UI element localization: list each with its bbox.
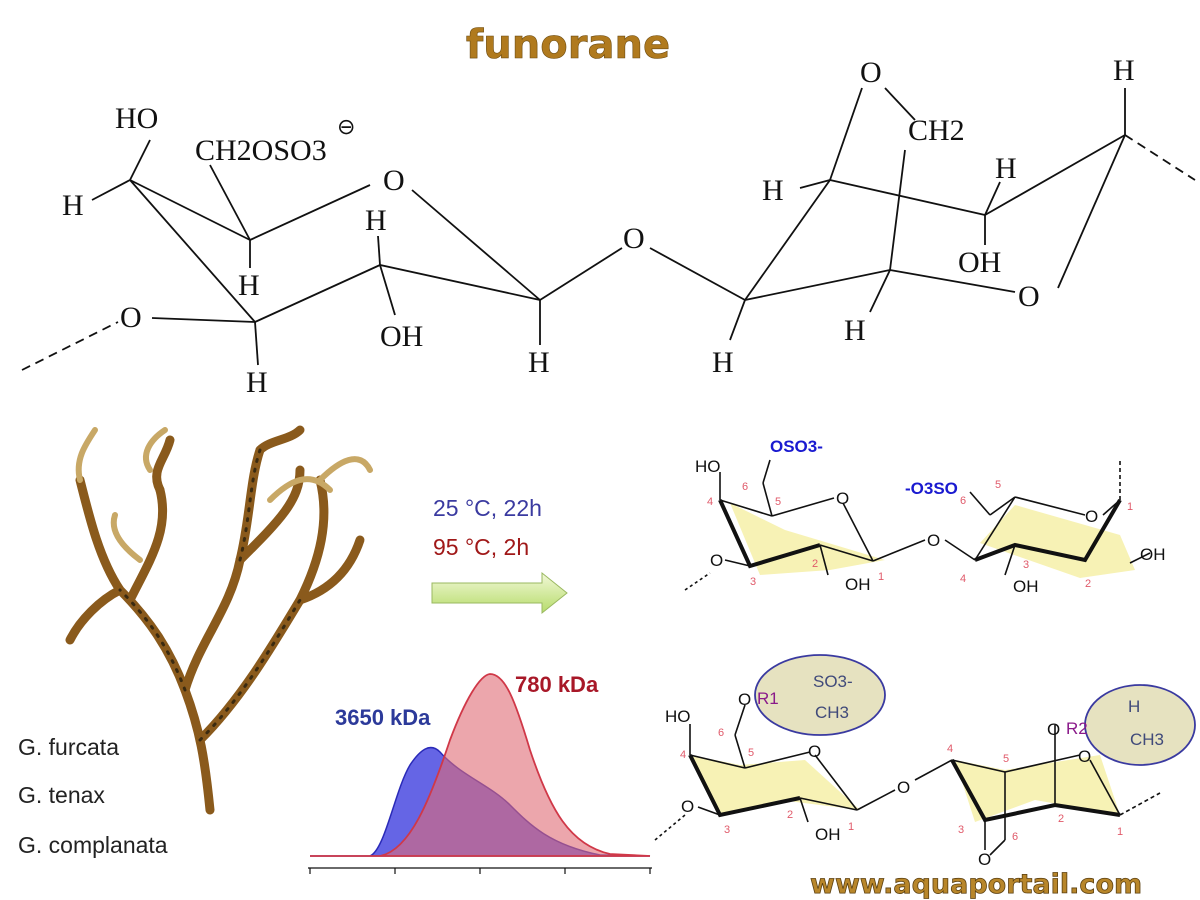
svg-text:1: 1 <box>1127 501 1133 513</box>
carbon-numbers: 6 5 4 3 2 1 4 5 3 6 2 1 <box>680 727 1123 843</box>
species-label: G. tenax <box>18 782 105 808</box>
svg-text:2: 2 <box>787 809 793 821</box>
svg-text:3: 3 <box>1023 559 1029 571</box>
ring-oxygen: O <box>1085 507 1098 526</box>
atom-label: HO <box>115 102 158 135</box>
atom-label: O <box>978 850 991 869</box>
r2-option: CH3 <box>1130 730 1164 749</box>
ring-oxygen: O <box>836 489 849 508</box>
ring-oxygen: O <box>808 742 821 761</box>
svg-text:2: 2 <box>1085 578 1091 590</box>
atom-label: H <box>238 269 260 302</box>
right-arrow-icon <box>431 571 568 615</box>
atom-label: H <box>844 314 866 347</box>
ring-oxygen: O <box>1078 747 1091 766</box>
charge-minus-icon: ⊖ <box>337 114 355 139</box>
atom-label: O <box>860 56 882 89</box>
svg-text:5: 5 <box>748 747 754 759</box>
title: funorane <box>466 22 670 68</box>
svg-text:4: 4 <box>707 496 713 508</box>
atom-label: O <box>927 531 940 550</box>
svg-text:2: 2 <box>1058 813 1064 825</box>
structure-b: HO OH O O O O O O O R1 R2 SO3- CH3 H CH3… <box>654 654 1196 869</box>
atom-label: CH2OSO3 <box>195 134 327 167</box>
svg-text:1: 1 <box>878 571 884 583</box>
r2-option: H <box>1128 697 1140 716</box>
r1-label: R1 <box>757 689 779 708</box>
carbon-numbers: 6 5 4 3 2 1 6 5 4 3 2 1 <box>707 479 1133 590</box>
atom-label: OH <box>958 246 1001 279</box>
atom-label: H <box>365 204 387 237</box>
top-structure <box>21 87 1196 371</box>
sulfate-label: -O3SO <box>905 479 958 498</box>
atom-label: OH <box>1013 577 1039 596</box>
condition-red: 95 °C, 2h <box>433 534 529 560</box>
seaweed-image <box>65 425 373 815</box>
atom-label: O <box>383 164 405 197</box>
svg-text:6: 6 <box>960 495 966 507</box>
atom-label: H <box>62 189 84 222</box>
svg-text:3: 3 <box>750 576 756 588</box>
atom-label: O <box>1018 280 1040 313</box>
svg-text:1: 1 <box>1117 826 1123 838</box>
svg-text:1: 1 <box>848 821 854 833</box>
atom-label: OH <box>815 825 841 844</box>
r2-substituent-ellipse <box>1084 684 1196 766</box>
svg-text:5: 5 <box>775 496 781 508</box>
atom-label: O <box>120 301 142 334</box>
species-label: G. complanata <box>18 832 168 858</box>
svg-text:5: 5 <box>995 479 1001 491</box>
atom-label: O <box>738 690 751 709</box>
r1-option: CH3 <box>815 703 849 722</box>
series-780-kda-area <box>310 673 651 857</box>
svg-text:3: 3 <box>958 824 964 836</box>
atom-label: OH <box>380 320 423 353</box>
atom-label: O <box>681 797 694 816</box>
atom-label: H <box>712 346 734 379</box>
r1-option: SO3- <box>813 672 853 691</box>
svg-text:4: 4 <box>947 743 953 755</box>
watermark: www.aquaportail.com <box>810 869 1142 900</box>
atom-label: O <box>623 222 645 255</box>
svg-text:6: 6 <box>742 481 748 493</box>
atom-label: HO <box>695 457 721 476</box>
atom-label: H <box>762 174 784 207</box>
atom-label: H <box>528 346 550 379</box>
peak-label-780: 780 kDa <box>515 672 599 697</box>
atom-label: O <box>897 778 910 797</box>
svg-text:4: 4 <box>960 573 966 585</box>
atom-label: OH <box>1140 545 1166 564</box>
svg-text:5: 5 <box>1003 753 1009 765</box>
top-structure-labels: HO CH2OSO3 ⊖ H O H O H OH H O H O CH2 H … <box>62 54 1135 399</box>
peak-label-3650: 3650 kDa <box>335 705 431 730</box>
svg-text:6: 6 <box>1012 831 1018 843</box>
atom-label: H <box>246 366 268 399</box>
atom-label: CH2 <box>908 114 965 147</box>
x-axis-ticks <box>309 868 651 874</box>
atom-label: O <box>1047 720 1060 739</box>
structure-a: HO OSO3- -O3SO OH OH OH O O O O 6 5 4 3 … <box>684 437 1166 596</box>
molecular-weight-chart: 3650 kDa 780 kDa <box>308 672 652 874</box>
svg-text:4: 4 <box>680 749 686 761</box>
svg-text:2: 2 <box>812 558 818 570</box>
svg-text:3: 3 <box>724 824 730 836</box>
atom-label: O <box>710 551 723 570</box>
atom-label: H <box>1113 54 1135 87</box>
condition-blue: 25 °C, 22h <box>433 495 542 521</box>
atom-label: HO <box>665 707 691 726</box>
sulfate-label: OSO3- <box>770 437 823 456</box>
species-label: G. furcata <box>18 734 119 760</box>
atom-label: H <box>995 152 1017 185</box>
atom-label: OH <box>845 575 871 594</box>
r2-label: R2 <box>1066 719 1088 738</box>
r1-substituent-ellipse <box>754 654 886 736</box>
svg-text:6: 6 <box>718 727 724 739</box>
